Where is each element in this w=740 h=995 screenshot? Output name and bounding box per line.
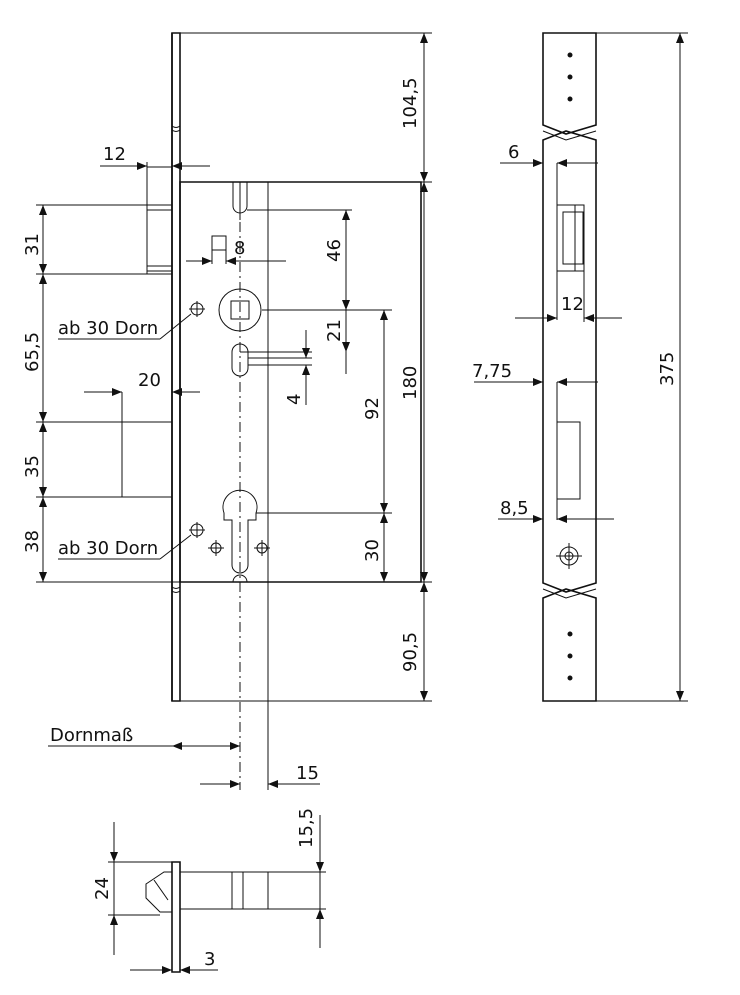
screw-dot (568, 53, 572, 57)
dim-12-front: 12 (103, 144, 126, 165)
dim-375: 375 (657, 352, 678, 386)
dim-21: 21 (324, 319, 345, 342)
dim-15-5: 15,5 (296, 808, 317, 848)
dim-6: 6 (508, 142, 519, 163)
label-dornmass: Dornmaß (50, 725, 133, 746)
front-dimensions: 104,5 180 90,5 46 21 4 92 30 8 12 (22, 33, 432, 790)
latch-bevel (146, 872, 172, 912)
dim-8-5: 8,5 (500, 498, 529, 519)
screw-dot (568, 654, 572, 658)
dim-15: 15 (296, 763, 319, 784)
dim-180: 180 (400, 366, 421, 400)
screw-dot (568, 632, 572, 636)
dim-7-75: 7,75 (472, 361, 512, 382)
dim-8: 8 (234, 238, 245, 259)
latch-detail-dimensions: 24 15,5 3 (92, 808, 326, 974)
dim-46: 46 (324, 239, 345, 262)
lock-case (180, 182, 421, 582)
side-view (543, 33, 596, 701)
dim-4: 4 (284, 394, 305, 405)
dim-104-5: 104,5 (400, 77, 421, 129)
dim-24: 24 (92, 877, 113, 900)
dim-38: 38 (22, 530, 43, 553)
faceplate (172, 33, 180, 701)
side-dimensions: 375 6 12 7,75 8,5 (472, 33, 688, 701)
dim-3: 3 (204, 949, 215, 970)
dim-30: 30 (362, 539, 383, 562)
dim-90-5: 90,5 (400, 632, 421, 672)
dim-31: 31 (22, 233, 43, 256)
spindle-square (212, 236, 226, 250)
latch-slot (557, 205, 584, 271)
dim-65-5: 65,5 (22, 332, 43, 372)
label-ab-30-dorn-1: ab 30 Dorn (58, 318, 158, 339)
latch-bolt (147, 167, 172, 274)
deadbolt-slot (557, 422, 580, 499)
screw-dot (568, 676, 572, 680)
screw-dot (568, 97, 572, 101)
latch-detail-view (146, 862, 320, 972)
latch-body (180, 872, 320, 909)
dim-35: 35 (22, 455, 43, 478)
label-ab-30-dorn-2: ab 30 Dorn (58, 538, 158, 559)
dim-12-side: 12 (561, 294, 584, 315)
dim-20: 20 (138, 370, 161, 391)
dim-92: 92 (362, 397, 383, 420)
screw-dot (568, 75, 572, 79)
